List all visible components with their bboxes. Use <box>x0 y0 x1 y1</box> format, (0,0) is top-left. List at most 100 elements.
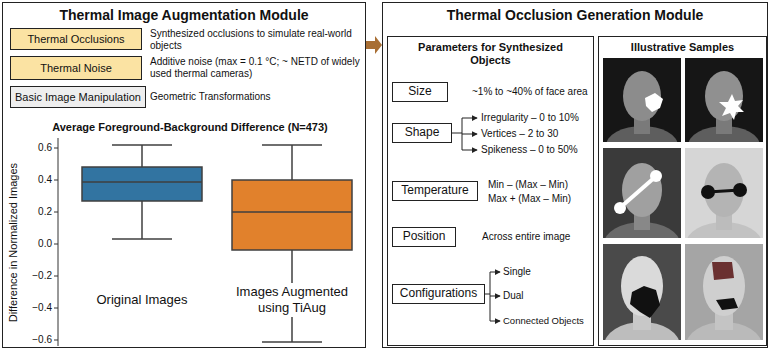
svg-line <box>54 308 58 309</box>
text-label: Average Foreground-Background Difference… <box>52 121 328 134</box>
parameter-box: Shape <box>392 123 452 143</box>
svg-line <box>490 296 500 297</box>
text-label: Connected Objects <box>503 315 584 326</box>
axis-ticks <box>54 148 58 340</box>
panel-title: Parameters for Synthesized Objects <box>416 41 566 67</box>
parameter-box: Configurations <box>392 284 485 304</box>
flow-arrow <box>366 36 382 54</box>
parameter-box: Size <box>392 82 448 102</box>
parameter-panel: Parameters for Synthesized ObjectsSizeSh… <box>387 36 594 346</box>
text-label: Synthesized occlusions to simulate real-… <box>150 28 356 52</box>
text-label: 0.6 <box>38 142 52 154</box>
svg-line <box>622 178 654 206</box>
svg-line <box>112 238 172 240</box>
svg-circle <box>701 185 715 199</box>
shape-branch <box>452 118 477 150</box>
svg-line <box>490 272 500 273</box>
svg-rect <box>603 58 681 142</box>
samples-panel: Illustrative Samples <box>598 36 767 346</box>
svg-line <box>462 150 477 151</box>
text-label: Geometric Transformations <box>150 91 271 103</box>
text-label: −0.6 <box>32 334 52 346</box>
svg-polygon <box>630 286 660 318</box>
box-label: Temperature <box>401 184 468 197</box>
sample-image <box>603 244 681 340</box>
svg-line <box>112 144 172 146</box>
box-label: Thermal Occlusions <box>27 33 124 45</box>
method-box: Thermal Noise <box>10 56 142 80</box>
method-box: Thermal Occlusions <box>10 28 142 50</box>
box-label: Thermal Noise <box>40 62 112 74</box>
svg-line <box>490 321 500 322</box>
panel-title: Thermal Image Augmentation Module <box>3 7 365 24</box>
svg-line <box>291 145 293 180</box>
text-label: Max + (Max – Min) <box>488 193 571 205</box>
module-panel: Thermal Occlusion Generation ModuleParam… <box>382 2 768 348</box>
parameter-box: Position <box>392 227 456 247</box>
svg-polygon <box>716 298 738 310</box>
text-label: Min – (Max – Min) <box>488 179 568 191</box>
svg-circle <box>733 183 747 197</box>
svg-rect <box>685 148 763 238</box>
svg-rect <box>603 148 681 238</box>
text-label: Additive noise (max = 0.1 °C; ~ NETD of … <box>150 56 362 80</box>
sample-image <box>603 148 681 238</box>
orange-box <box>232 180 352 250</box>
svg-rect <box>685 58 763 142</box>
svg-line <box>54 276 58 277</box>
svg-rect <box>685 244 763 340</box>
text-label: −0.4 <box>32 302 52 314</box>
config-branch <box>485 272 500 321</box>
svg-line <box>485 294 490 295</box>
svg-circle <box>650 170 662 182</box>
svg-line <box>54 244 58 245</box>
text-label: Original Images <box>96 292 187 308</box>
y-axis <box>58 138 59 346</box>
blue-box <box>82 167 202 201</box>
panel-title: Illustrative Samples <box>599 41 766 54</box>
text-label: −0.2 <box>32 270 52 282</box>
text-label: Across entire image <box>482 231 570 243</box>
text-label: Dual <box>503 290 524 302</box>
box-label: Size <box>408 85 431 98</box>
text-label: Irregularity – 0 to 10% <box>481 112 579 124</box>
sample-image <box>603 58 681 142</box>
svg-line <box>54 340 58 341</box>
arrow-head <box>375 36 382 54</box>
svg-polygon <box>645 93 663 112</box>
text-label: ~1% to ~40% of face area <box>472 86 588 98</box>
svg-line <box>452 133 462 134</box>
arrow-shaft <box>366 41 375 49</box>
svg-line <box>262 144 322 146</box>
axis-title: Difference in Normalized Images <box>7 163 20 322</box>
svg-line <box>54 180 58 181</box>
svg-line <box>54 148 58 149</box>
text-label: Vertices – 2 to 30 <box>481 128 558 140</box>
median-line <box>232 211 352 213</box>
svg-line <box>462 118 477 119</box>
median-line <box>82 181 202 183</box>
panel-title: Thermal Occlusion Generation Module <box>383 7 767 24</box>
svg-line <box>141 201 143 239</box>
svg-ellipse <box>622 163 662 217</box>
svg-circle <box>614 202 626 214</box>
sample-image <box>685 148 763 238</box>
box-label: Shape <box>405 126 440 139</box>
text-label: Single <box>503 266 531 278</box>
box-label: Position <box>403 230 446 243</box>
svg-polygon <box>712 262 734 280</box>
svg-line <box>54 212 58 213</box>
svg-rect <box>603 244 681 340</box>
method-box: Basic Image Manipulation <box>10 86 146 108</box>
text-label: Spikeness – 0 to 50% <box>481 144 578 156</box>
svg-ellipse <box>703 256 745 316</box>
svg-line <box>262 341 322 343</box>
svg-polygon <box>719 94 744 120</box>
text-label: Images Augmented using TiAug <box>225 283 359 316</box>
text-label: 0.2 <box>38 206 52 218</box>
text-label: 0.4 <box>38 174 52 186</box>
sample-image <box>685 244 763 340</box>
svg-line <box>462 134 477 135</box>
parameter-box: Temperature <box>392 181 478 201</box>
box-label: Configurations <box>400 287 477 300</box>
